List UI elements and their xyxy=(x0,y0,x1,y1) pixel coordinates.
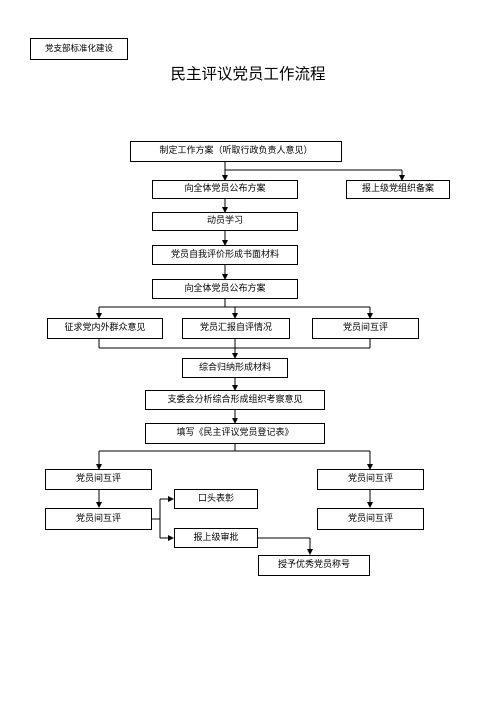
step-self-report-box: 党员汇报自评情况 xyxy=(182,318,290,339)
report-approve-box: 报上级审批 xyxy=(174,528,258,548)
step-solicit-box: 征求党内外群众意见 xyxy=(47,318,163,339)
left-mutual-eval-upper-box: 党员间互评 xyxy=(45,469,152,490)
right-mutual-eval-lower-box: 党员间互评 xyxy=(317,508,424,530)
step-mobilize-box: 动员学习 xyxy=(152,212,298,231)
step-plan-box: 制定工作方案（听取行政负责人意见） xyxy=(130,141,342,162)
right-mutual-eval-upper-box: 党员间互评 xyxy=(317,469,424,490)
step-publish-all-2-box: 向全体党员公布方案 xyxy=(152,279,298,299)
award-box: 授予优秀党员称号 xyxy=(258,555,370,576)
party-branch-tag: 党支部标准化建设 xyxy=(30,38,128,60)
left-mutual-eval-lower-box: 党员间互评 xyxy=(45,508,152,530)
step-mutual-eval-box: 党员间互评 xyxy=(312,318,419,339)
page-title: 民主评议党员工作流程 xyxy=(170,65,326,83)
oral-praise-box: 口头表彰 xyxy=(174,489,258,509)
step-summarize-box: 综合归纳形成材料 xyxy=(182,358,288,378)
step-report-record-box: 报上级党组织备案 xyxy=(346,180,450,199)
step-self-eval-box: 党员自我评价形成书面材料 xyxy=(152,245,298,265)
step-committee-box: 支委会分析综合形成组织考察意见 xyxy=(145,390,325,410)
step-publish-all-box: 向全体党员公布方案 xyxy=(152,180,298,199)
step-register-box: 填写《民主评议党员登记表》 xyxy=(145,423,325,444)
